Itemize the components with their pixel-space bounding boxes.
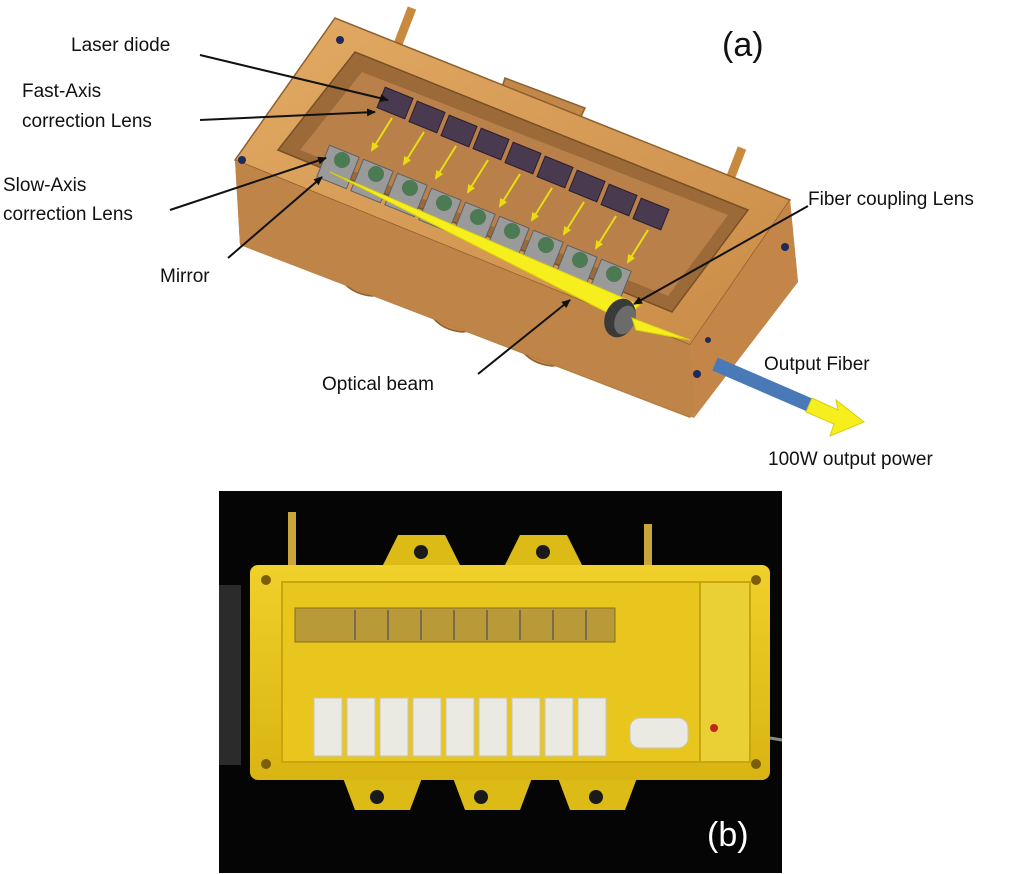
photo-optic-blocks: [313, 697, 689, 757]
diode-emission-arrows: [370, 117, 649, 264]
slow-axis-lenses: [334, 152, 622, 282]
label-mirror: Mirror: [160, 266, 210, 287]
photo-fiber-stub: [769, 736, 783, 742]
label-output-fiber: Output Fiber: [764, 354, 870, 375]
laser-housing: [233, 17, 798, 418]
label-slow-axis-line2: correction Lens: [3, 204, 133, 225]
output-fiber: [712, 357, 815, 413]
photo-red-dot: [710, 724, 718, 732]
photo-lug-holes: [370, 545, 603, 804]
photo-connector: [219, 585, 241, 765]
label-fast-axis-line1: Fast-Axis: [22, 81, 101, 102]
label-optical-beam: Optical beam: [322, 374, 434, 395]
panel-b: (b): [219, 491, 783, 873]
label-fiber-coupling-lens: Fiber coupling Lens: [808, 189, 974, 210]
label-laser-diode: Laser diode: [71, 35, 170, 56]
output-power-arrow: [805, 397, 865, 437]
panel-b-label: (b): [707, 816, 749, 854]
label-fast-axis-line2: correction Lens: [22, 111, 152, 132]
photo-corner-holes: [261, 575, 761, 769]
leader-lines: [169, 54, 809, 375]
label-slow-axis-line1: Slow-Axis: [3, 175, 86, 196]
housing-screws: [238, 36, 789, 378]
panel-a-label: (a): [722, 26, 764, 64]
panel-a: (a) Laser diode Fast-Axis correction Len…: [3, 6, 974, 470]
laser-diode-array: [376, 86, 670, 231]
photo-wire-bonds: [354, 610, 587, 640]
fiber-coupling-lens: [604, 298, 691, 341]
label-output-power: 100W output power: [768, 449, 933, 470]
